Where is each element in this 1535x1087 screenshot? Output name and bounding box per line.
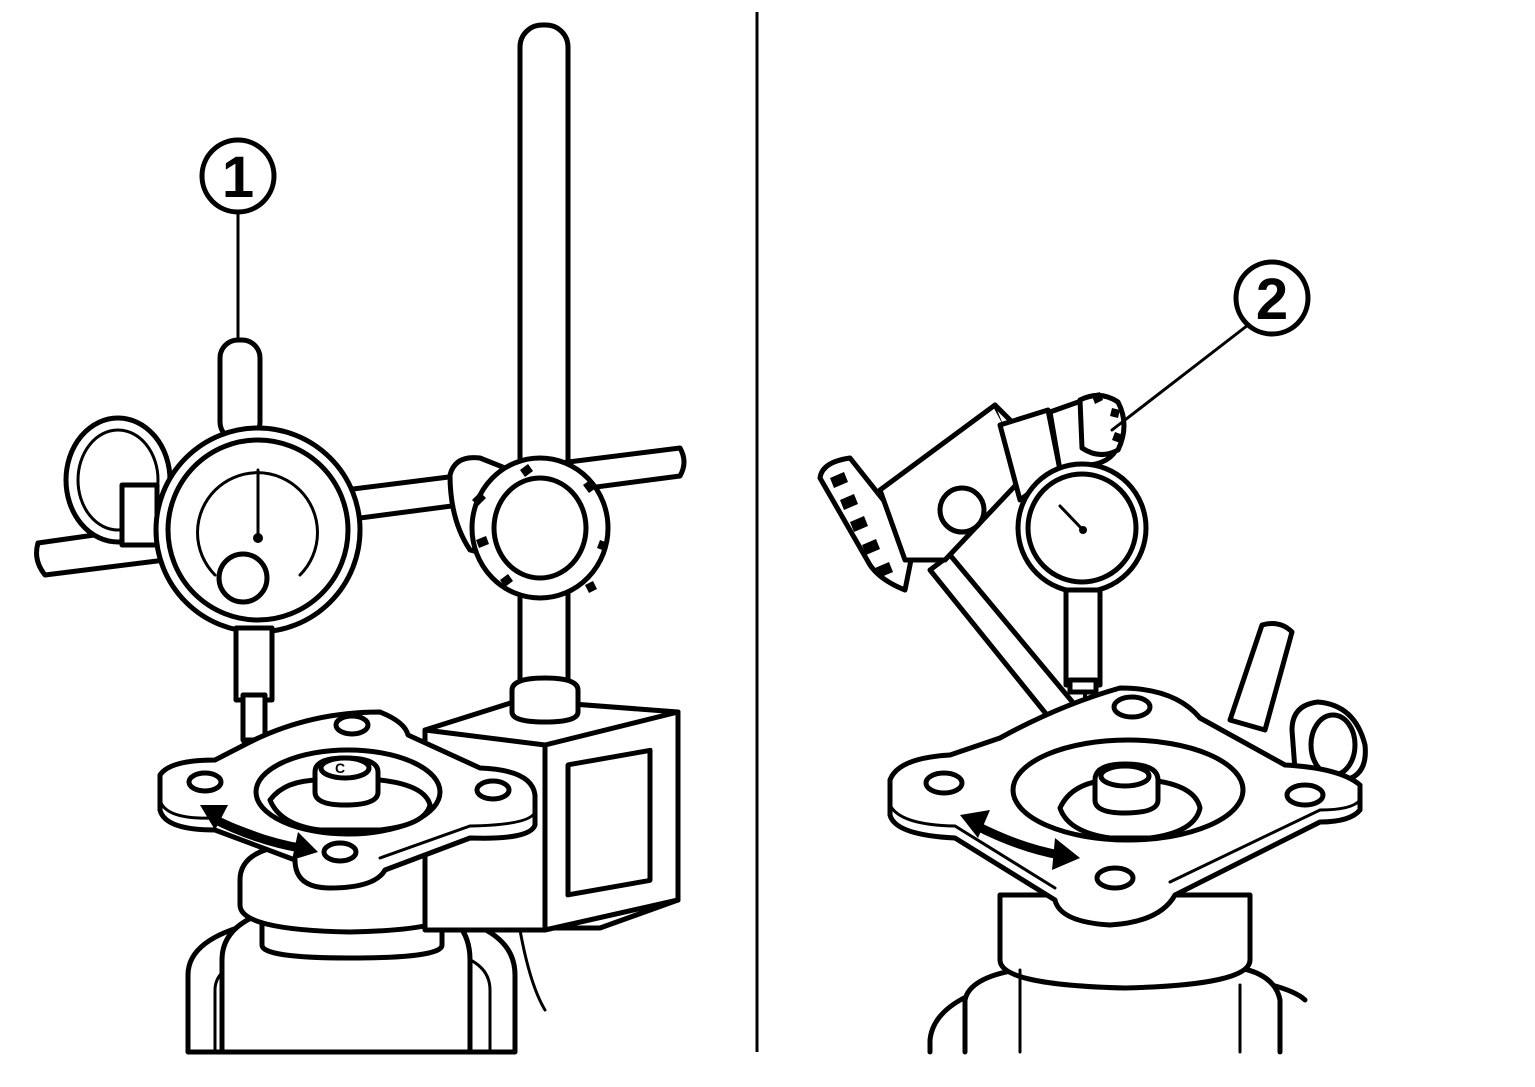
callout-2: 2 xyxy=(1110,259,1311,432)
stand-rod-left xyxy=(509,22,581,725)
hub-body-right xyxy=(927,892,1308,1055)
knurled-knob-left-side xyxy=(63,415,173,548)
clamp-knob-left xyxy=(447,455,611,601)
flange-plate-left: C xyxy=(157,709,538,891)
clamp-bracket-right xyxy=(817,392,1127,593)
right-panel: 2 xyxy=(817,259,1368,1055)
svg-text:C: C xyxy=(335,760,345,776)
angled-rod-right xyxy=(927,552,1368,783)
flange-plate-right xyxy=(887,685,1363,928)
left-panel: 1 C xyxy=(34,22,687,1055)
callout-2-label: 2 xyxy=(1256,267,1288,332)
dial-indicator-1 xyxy=(153,337,363,766)
rotation-arrow-left xyxy=(200,805,318,860)
rotation-arrow-right xyxy=(960,810,1080,870)
magnetic-base-left xyxy=(422,697,681,1012)
callout-1: 1 xyxy=(199,137,277,342)
callout-1-label: 1 xyxy=(222,145,254,210)
